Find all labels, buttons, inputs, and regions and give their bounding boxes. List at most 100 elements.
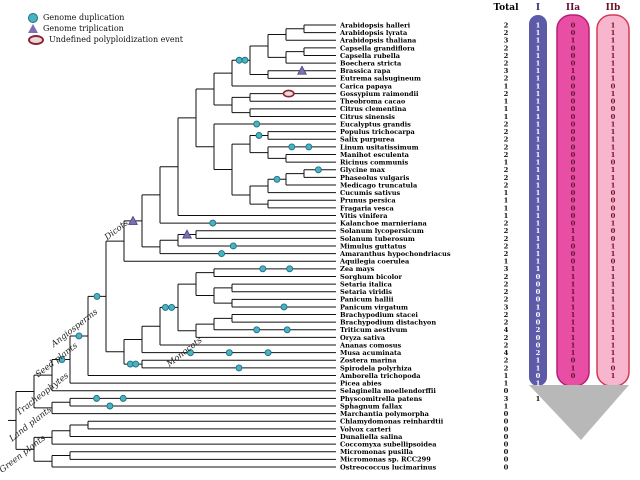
species-label: Vitis vinifera	[339, 212, 388, 220]
species-label: Aquilegia coerulea	[339, 258, 410, 266]
count-epoch-iib: 0	[611, 204, 616, 212]
count-total: 0	[504, 463, 509, 471]
count-epoch-i: 0	[536, 288, 541, 296]
count-epoch-iia: 0	[571, 60, 576, 68]
column-header-epoch-i: I	[535, 3, 541, 13]
species-label: Solanum lycopersicum	[340, 227, 424, 235]
count-epoch-i: 1	[536, 242, 541, 250]
count-epoch-iib: 1	[611, 151, 616, 159]
species-label: Capsella grandiflora	[340, 44, 416, 52]
count-total: 2	[504, 181, 509, 189]
species-label: Setaria italica	[340, 280, 393, 288]
count-epoch-i: 1	[536, 303, 541, 311]
count-total: 4	[504, 326, 509, 334]
species-label: Spirodela polyrhiza	[340, 364, 412, 372]
species-label: Micromonas pusilla	[340, 448, 414, 456]
count-epoch-iib: 1	[611, 44, 616, 52]
count-total: 2	[504, 334, 509, 342]
count-total: 2	[504, 280, 509, 288]
species-label: Carica papaya	[340, 82, 393, 90]
legend-item-triplication: Genome triplication	[28, 23, 183, 34]
count-epoch-i: 1	[536, 159, 541, 167]
count-total: 2	[504, 75, 509, 83]
species-label: Triticum aestivum	[340, 326, 407, 334]
count-epoch-iia: 0	[571, 242, 576, 250]
count-epoch-iib: 1	[611, 120, 616, 128]
count-epoch-iib: 1	[611, 296, 616, 304]
count-epoch-iia: 0	[571, 372, 576, 380]
species-label: Zea mays	[340, 265, 375, 273]
genome-duplication-marker	[273, 175, 281, 183]
species-label: Solanum tuberosum	[340, 235, 415, 243]
legend-label: Genome triplication	[43, 24, 124, 33]
count-epoch-i: 1	[536, 37, 541, 45]
count-total: 2	[504, 227, 509, 235]
count-epoch-iib: 1	[611, 250, 616, 258]
count-epoch-i: 1	[536, 265, 541, 273]
count-epoch-i: 1	[536, 90, 541, 98]
species-label: Ananas comosus	[339, 341, 402, 349]
count-total: 0	[504, 425, 509, 433]
species-label: Marchantia polymorpha	[340, 410, 430, 418]
species-label: Sorghum bicolor	[340, 273, 403, 281]
count-epoch-iia: 1	[571, 319, 576, 327]
species-label: Medicago truncatula	[340, 181, 418, 189]
count-total: 3	[504, 67, 509, 75]
species-label: Theobroma cacao	[340, 98, 406, 106]
count-epoch-i: 1	[536, 113, 541, 121]
count-epoch-iib: 1	[611, 128, 616, 136]
count-total: 2	[504, 136, 509, 144]
count-epoch-iia: 0	[571, 90, 576, 98]
count-epoch-iia: 1	[571, 364, 576, 372]
count-epoch-iib: 1	[611, 303, 616, 311]
count-total: 2	[504, 296, 509, 304]
count-epoch-iib: 1	[611, 67, 616, 75]
species-label: Selaginella moellendorffii	[340, 387, 436, 395]
genome-duplication-marker	[259, 265, 267, 273]
count-total: 1	[504, 98, 509, 106]
count-total: 1	[504, 204, 509, 212]
count-epoch-iib: 0	[611, 197, 616, 205]
species-label: Zostera marina	[340, 357, 397, 365]
species-label: Coccomyxa subellipsoidea	[340, 441, 437, 449]
count-total: 2	[504, 90, 509, 98]
count-epoch-iia: 0	[571, 21, 576, 29]
genome-duplication-marker	[132, 360, 140, 368]
genome-duplication-marker	[235, 364, 243, 372]
species-label: Boechera stricta	[340, 60, 402, 68]
count-total: 0	[504, 418, 509, 426]
count-epoch-iia: 1	[571, 296, 576, 304]
count-total: 2	[504, 60, 509, 68]
species-label: Capsella rubella	[340, 52, 401, 60]
species-label: Kalanchoe marnieriana	[340, 220, 428, 228]
undefined-polyploidization-marker	[282, 89, 295, 98]
species-label: Prunus persica	[340, 197, 396, 205]
undefined-polyploidization-icon	[28, 34, 44, 45]
species-label: Amborella trichopoda	[339, 372, 421, 380]
count-epoch-iib: 1	[611, 273, 616, 281]
count-epoch-iia: 0	[571, 250, 576, 258]
clade-label-dicots: Dicots	[102, 218, 131, 244]
count-total: 0	[504, 448, 509, 456]
count-total: 2	[504, 151, 509, 159]
count-epoch-iia: 1	[571, 235, 576, 243]
count-epoch-i: 1	[536, 181, 541, 189]
count-epoch-i: 1	[536, 235, 541, 243]
count-epoch-i: 0	[536, 372, 541, 380]
count-epoch-i: 2	[536, 326, 541, 334]
count-epoch-iia: 0	[571, 98, 576, 106]
count-epoch-iib: 0	[611, 113, 616, 121]
count-total: 1	[504, 212, 509, 220]
count-epoch-iia: 1	[571, 349, 576, 357]
count-epoch-iib: 1	[611, 311, 616, 319]
genome-duplication-icon	[28, 12, 38, 23]
count-epoch-i: 1	[536, 212, 541, 220]
count-epoch-iib: 1	[611, 166, 616, 174]
count-total: 2	[504, 52, 509, 60]
count-total: 2	[504, 273, 509, 281]
species-label: Citrus clementina	[340, 105, 407, 113]
species-label: Brachypodium distachyon	[340, 319, 436, 327]
genome-duplication-marker	[288, 143, 296, 151]
count-epoch-i: 0	[536, 341, 541, 349]
